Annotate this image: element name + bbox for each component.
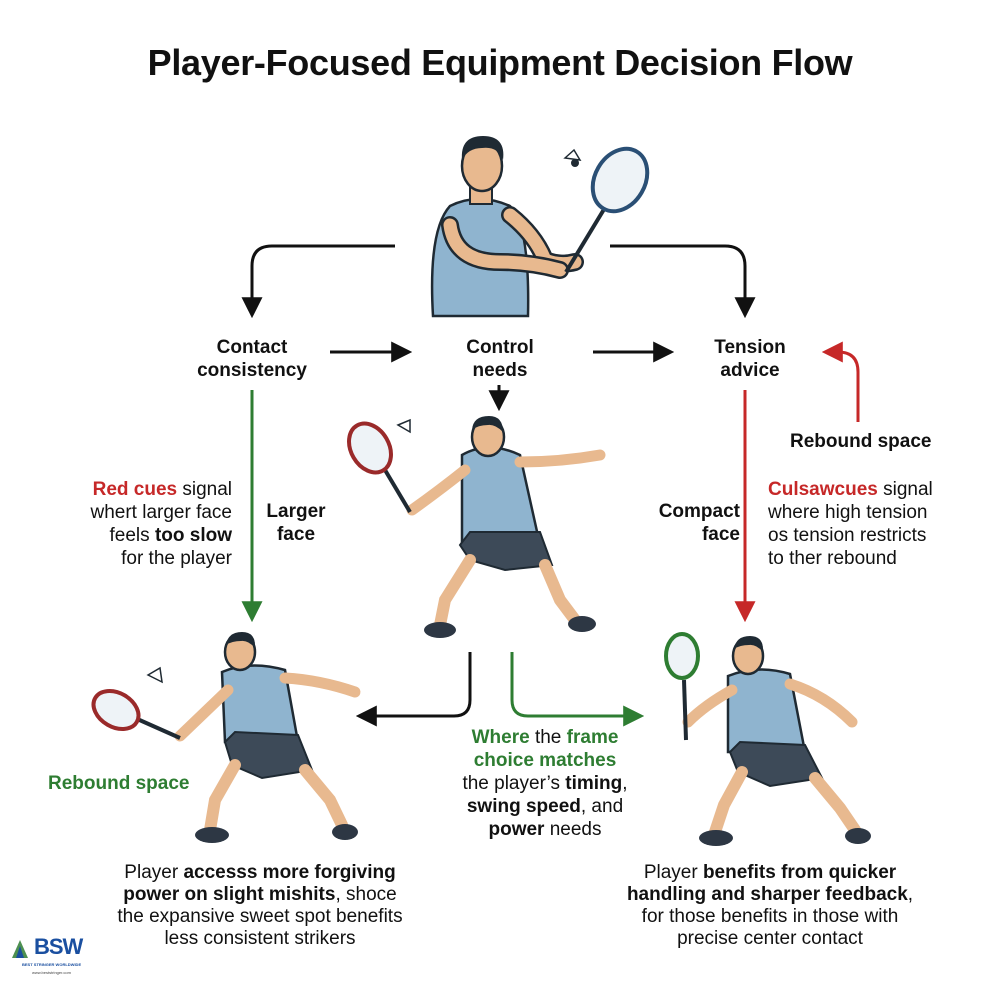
left-outcome-l2a: power on slight mishits <box>123 884 336 905</box>
left-note-l3b: too slow <box>154 525 232 546</box>
compact-face-line2: face <box>701 524 740 545</box>
left-outcome-l3: the expansive sweet spot benefits <box>117 906 403 927</box>
node-control-line1: Control <box>466 337 534 358</box>
right-outcome-l2b: , <box>907 884 914 905</box>
right-cues-keyword: Culsawcues <box>768 479 878 500</box>
center-frame-match-note: Where the frame choice matches the playe… <box>440 726 650 841</box>
edge-label-larger-face: Larger face <box>256 500 336 546</box>
arrow-rebound-space-up <box>821 341 860 422</box>
right-note-l4: to ther rebound <box>768 548 897 569</box>
center-note-l3b: timing <box>565 773 623 794</box>
center-note-l4a: swing speed <box>466 796 581 817</box>
player-left-illustration <box>91 632 361 843</box>
left-outcome-l1a: Player <box>124 862 184 883</box>
right-note-l3: os tension restricts <box>768 525 927 546</box>
node-control-needs: Control needs <box>430 336 570 382</box>
compact-face-line1: Compact <box>658 501 740 522</box>
player-top-illustration <box>430 136 650 318</box>
larger-face-line1: Larger <box>266 501 326 522</box>
right-outcome-l1a: Player <box>643 862 703 883</box>
left-note-l1b: signal <box>177 479 232 500</box>
node-tension-line2: advice <box>720 360 780 381</box>
node-contact-consistency: Contact consistency <box>170 336 334 382</box>
left-outcome-text: Player accesss more forgiving power on s… <box>80 862 440 950</box>
left-red-cues-note: Red cues signal whert larger face feels … <box>60 478 232 570</box>
node-tension-advice: Tension advice <box>680 336 820 382</box>
center-note-l5b: needs <box>544 819 602 840</box>
arrow-top-left <box>241 244 395 319</box>
larger-face-line2: face <box>276 524 316 545</box>
red-cues-keyword: Red cues <box>92 479 178 500</box>
shuttlecock-logo-icon <box>12 940 28 958</box>
bsw-logo: BSW BEST STRINGER WORLDWIDE www.beststri… <box>8 932 100 992</box>
logo-tagline: BEST STRINGER WORLDWIDE <box>22 962 82 967</box>
node-contact-line2: consistency <box>197 360 307 381</box>
right-outcome-l1b: benefits from quicker <box>702 862 897 883</box>
arrow-bottom-left <box>355 652 472 727</box>
edge-label-compact-face: Compact face <box>640 500 740 546</box>
left-outcome-l4: less consistent strikers <box>164 928 356 949</box>
left-outcome-l1b: accesss more forgiving <box>183 862 396 883</box>
center-note-l4b: , and <box>580 796 624 817</box>
node-tension-line1: Tension <box>714 337 786 358</box>
logo-name: BSW <box>34 934 83 959</box>
center-note-l2: choice matches <box>473 750 617 771</box>
node-control-line2: needs <box>472 360 528 381</box>
page-title: Player-Focused Equipment Decision Flow <box>147 42 853 83</box>
center-note-l1a: Where <box>471 727 530 748</box>
left-note-l3a: feels <box>109 525 155 546</box>
left-note-l4: for the player <box>121 548 232 569</box>
right-outcome-text: Player benefits from quicker handling an… <box>590 862 950 950</box>
arrow-top-right <box>610 244 756 319</box>
center-note-l3a: the player’s <box>462 773 566 794</box>
arrow-bottom-right <box>510 652 645 727</box>
right-outcome-l3: for those benefits in those with <box>641 906 899 927</box>
right-note-l1b: signal <box>877 479 933 500</box>
player-right-illustration <box>664 632 871 846</box>
logo-url: www.beststringer.com <box>32 970 71 975</box>
left-note-l2: whert larger face <box>90 502 232 523</box>
edge-label-rebound-space-left: Rebound space <box>48 773 190 794</box>
center-note-l5a: power <box>488 819 545 840</box>
right-outcome-l4: precise center contact <box>677 928 863 949</box>
player-center-illustration <box>347 416 606 638</box>
center-note-l3c: , <box>622 773 628 794</box>
right-outcome-l2a: handling and sharper feedback <box>626 884 908 905</box>
edge-label-rebound-space-right: Rebound space <box>790 431 932 452</box>
right-cues-note: Culsawcues signal where high tension os … <box>768 478 968 570</box>
node-contact-line1: Contact <box>216 337 288 358</box>
center-note-l1c: frame <box>566 727 619 748</box>
center-note-l1b: the <box>529 727 567 748</box>
left-outcome-l2b: , shoce <box>335 884 397 905</box>
right-note-l2: where high tension <box>768 502 928 523</box>
